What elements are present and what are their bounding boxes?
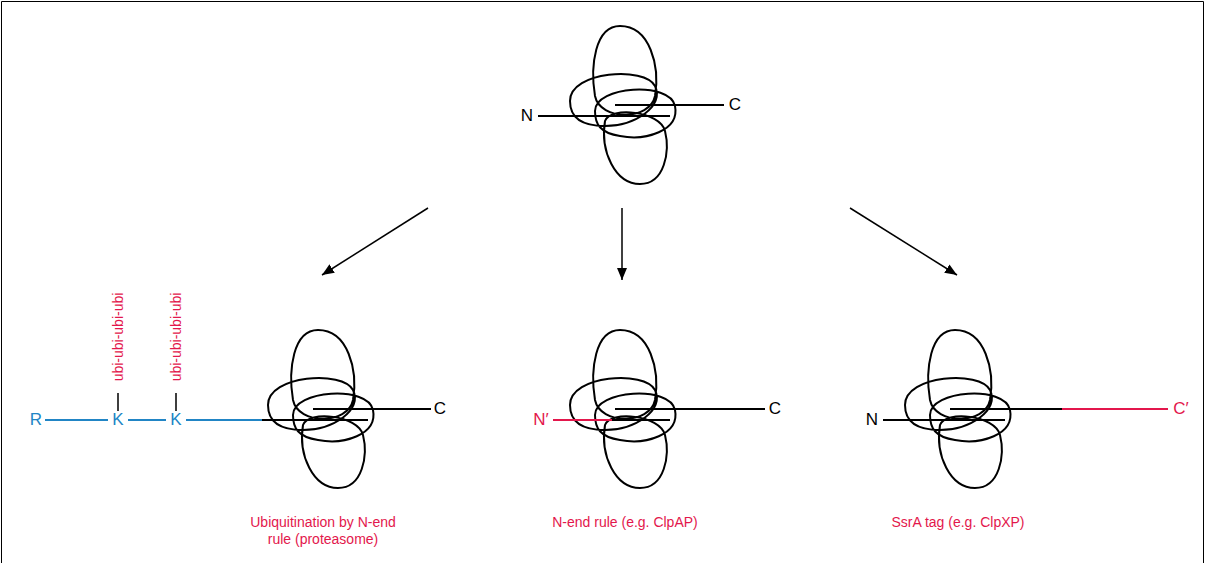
caption-label: Ubiquitination by N-end rule (proteasome… [241,514,406,548]
terminus-label: C [434,399,446,419]
terminus-label: K [170,410,181,430]
degron-chain [1062,408,1168,410]
terminus-label: C′ [1173,399,1188,419]
terminus-label: C [769,399,781,419]
terminus-label: N [521,106,533,126]
terminus-label: R [30,410,42,430]
terminus-label: K [112,410,123,430]
protein-figure: N C′ SsrA tag (e.g. ClpXP) [850,275,1195,555]
degron-chain [553,419,612,421]
terminus-label: N′ [533,410,548,430]
ubiquitin-label: ubi-ubi-ubi-ubi [110,293,127,382]
polypeptide-chain [615,104,724,106]
polypeptide-chain [615,408,765,410]
protein-figure: NC [400,20,860,208]
reaction-arrow [850,208,957,275]
degron-chain [45,419,262,421]
reaction-arrow [322,208,428,275]
reaction-arrow [621,208,623,280]
polypeptide-chain [262,419,368,421]
protein-figure: R K Kubi-ubi-ubi-ubi ubi-ubi-ubi-ubiC Ubiqui… [15,275,480,555]
terminus-label: N [866,410,878,430]
terminus-label: SsrA tag (e.g. ClpXP) [891,514,1024,531]
ubiquitin-label: ubi-ubi-ubi-ubi [168,293,185,382]
polypeptide-chain [538,115,670,117]
polypeptide-chain [612,419,670,421]
ubiquitin-stem [118,393,176,411]
terminus-label: C [729,95,741,115]
polypeptide-chain [883,419,1005,421]
polypeptide-chain [950,408,1062,410]
terminus-label: N-end rule (e.g. ClpAP) [552,514,698,531]
protein-figure: N′ C N-end rule (e.g. ClpAP) [510,280,810,555]
polypeptide-chain [313,408,431,410]
